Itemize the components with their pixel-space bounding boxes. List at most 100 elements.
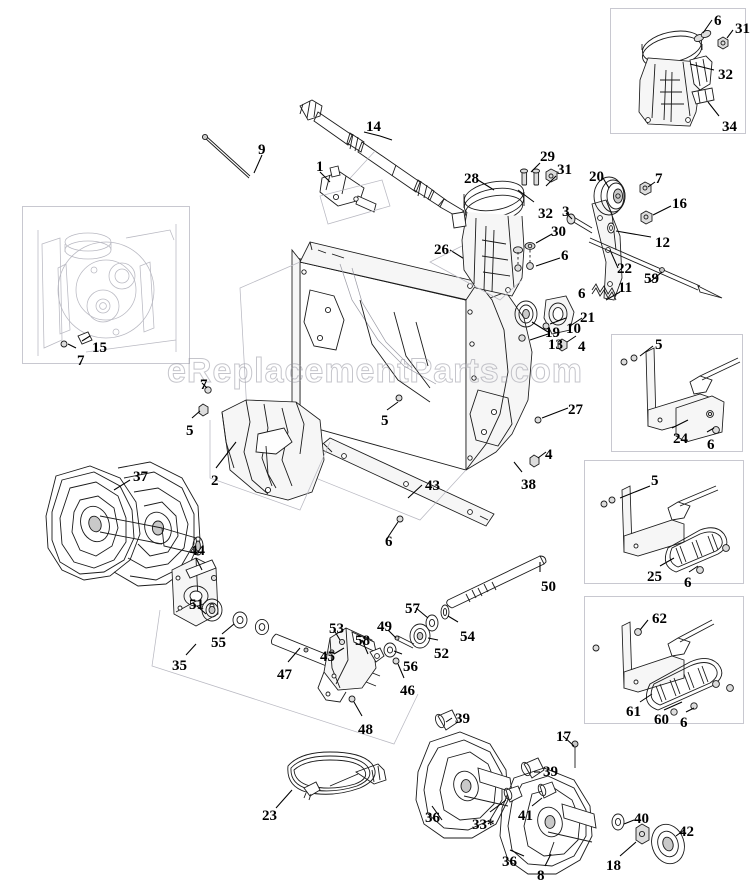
callout-23: 23: [262, 808, 277, 824]
callout-55: 55: [211, 635, 226, 651]
callout-7c: 7: [200, 377, 208, 393]
inset-skid-b-art: [600, 485, 730, 574]
callout-7b: 7: [77, 353, 85, 369]
part-31-nut-inset1: [717, 36, 729, 50]
ghost-28: [429, 245, 523, 301]
callout-20: 20: [589, 169, 604, 185]
leader-18: [619, 841, 637, 857]
leader-12: [615, 230, 652, 238]
part-31-nut: [545, 168, 558, 183]
part-43-auger-housing: [291, 241, 533, 527]
callout-3: 3: [562, 204, 570, 220]
part-washer-extra: [254, 618, 270, 636]
callout-5b: 5: [381, 413, 389, 429]
callout-49: 49: [377, 619, 392, 635]
part-28-chute: [451, 180, 525, 297]
part-11-spring: [591, 283, 617, 301]
leader-10: [549, 317, 567, 325]
callout-6d: 6: [385, 534, 393, 550]
part-2-gearbox-cover: [221, 399, 325, 501]
callout-35: 35: [172, 658, 187, 674]
part-56-washer: [383, 642, 397, 658]
leader-47: [287, 647, 301, 663]
callout-45: 45: [320, 649, 335, 665]
leader-31-inset1: [726, 29, 734, 39]
inset-skid-b: [584, 460, 744, 584]
part-3-bolt: [566, 213, 593, 234]
callout-29: 29: [540, 149, 555, 165]
callout-5: 5: [186, 423, 194, 439]
part-39-coupler-a: [435, 709, 459, 731]
part-42-retainer: [651, 823, 685, 865]
leader-29: [530, 162, 541, 173]
leader-51: [196, 605, 207, 615]
leader-21: [569, 317, 583, 327]
part-40-washer: [611, 813, 625, 831]
callout-6c: 6: [578, 286, 586, 302]
part-53-bolt: [338, 638, 346, 646]
part-37-auger-left: [45, 461, 204, 587]
ghost-housing-b: [239, 261, 301, 431]
part-16-nut: [640, 210, 653, 225]
callout-14: 14: [366, 119, 381, 135]
callout-25: 25: [647, 569, 662, 585]
leader-6-ins2: [706, 427, 715, 433]
leader-32-inset1: [689, 63, 715, 71]
leader-54: [447, 615, 459, 623]
callout-17: 17: [556, 729, 571, 745]
leader-33: [489, 799, 507, 813]
callout-6-ins3: 6: [684, 575, 692, 591]
part-29-bolts: [519, 168, 541, 186]
part-6-chutebolts: [514, 262, 534, 272]
leader-23: [275, 789, 293, 809]
ghost-1: [319, 179, 391, 225]
part-7-nut: [639, 181, 652, 196]
part-9-cotter-rod: [201, 133, 251, 179]
part-5b-bolt: [395, 394, 403, 402]
part-6-washer-inset1: [693, 30, 712, 42]
callout-8: 8: [537, 868, 545, 884]
leader-44: [195, 557, 203, 571]
inset-chute-mount: [610, 8, 746, 134]
leader-42: [675, 829, 685, 837]
callout-26: 26: [434, 242, 449, 258]
leader-11: [605, 291, 621, 301]
leader-8: [544, 853, 552, 867]
leader-4b: [537, 451, 547, 459]
leader-58: [361, 639, 369, 655]
inset-skid-c: [584, 596, 744, 724]
part-41-bushing: [537, 781, 557, 799]
leader-2: [215, 441, 237, 469]
part-46-bolt: [392, 657, 400, 665]
part-52-bearing: [409, 623, 431, 649]
callout-48: 48: [358, 722, 373, 738]
leader-1: [319, 171, 331, 183]
inset-impeller-art: [37, 224, 177, 356]
leader-5-ins2: [639, 345, 654, 357]
callout-27: 27: [568, 402, 583, 418]
part-13-bolt: [518, 334, 526, 342]
callout-5-ins3: 5: [651, 473, 659, 489]
callout-62: 62: [652, 611, 667, 627]
callout-50: 50: [541, 579, 556, 595]
leader-7: [647, 181, 656, 188]
part-54-oring: [440, 604, 450, 620]
callout-47: 47: [277, 667, 292, 683]
leader-14: [363, 131, 393, 141]
leader-27: [541, 407, 569, 419]
leader-7c: [201, 382, 208, 389]
part-4b-nut: [529, 454, 540, 468]
leader-31: [545, 175, 557, 187]
leader-53: [333, 629, 341, 641]
callout-57: 57: [405, 601, 420, 617]
leader-48: [353, 701, 363, 717]
leader-5b: [386, 401, 399, 411]
callout-15: 15: [92, 340, 107, 356]
callout-40: 40: [634, 811, 649, 827]
part-57-washer: [425, 614, 439, 632]
leader-28: [477, 179, 495, 191]
callout-21: 21: [580, 310, 595, 326]
callout-31-top: 31: [735, 21, 750, 37]
callout-6b: 6: [561, 248, 569, 264]
